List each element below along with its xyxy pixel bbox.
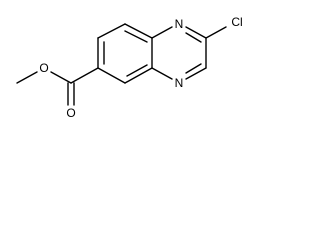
atom-label-cl: Cl — [231, 15, 242, 29]
atom-label-o-ester: O — [39, 61, 48, 75]
bond-oester-methyl — [16, 71, 38, 84]
bond-c5-c6 — [97, 23, 126, 39]
atom-label-n1: N — [175, 17, 184, 31]
bond-c8-c8a — [124, 67, 153, 84]
bond-c4a-c5 — [124, 23, 153, 39]
bond-c2-cl — [205, 26, 227, 39]
bond-c7-c8 — [97, 67, 126, 84]
atom-label-o-carbonyl: O — [66, 106, 75, 120]
bond-c3-n4-double — [185, 63, 202, 74]
bond-c3-n4 — [185, 67, 207, 80]
atom-label-n4: N — [175, 76, 184, 90]
bond-n1-c2-double — [185, 32, 202, 43]
bond-c4a-n1 — [151, 26, 173, 39]
molecule-drawing: N N Cl O O — [16, 15, 243, 120]
bond-n1-c2 — [185, 26, 207, 39]
structure-canvas: N N Cl O O — [16, 15, 243, 120]
bond-carbonyl-oester — [50, 71, 72, 84]
bond-c8-c8a-double — [126, 64, 148, 77]
bond-c7-carbonyl — [70, 67, 99, 84]
bond-n4-c8a — [151, 67, 173, 80]
bond-c4a-c5-double — [124, 30, 148, 43]
